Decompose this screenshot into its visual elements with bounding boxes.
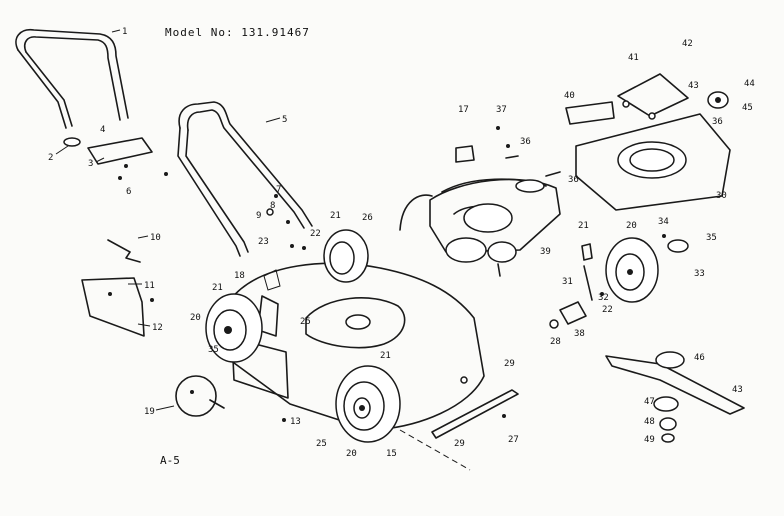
callout-1: 1	[122, 27, 127, 37]
callout-layer: 1 2 3 4 5 6 7 8 9 10 11 12 13 15 17 18 1…	[48, 27, 755, 459]
top-plate	[617, 73, 689, 120]
callout-6: 6	[126, 187, 131, 197]
callout-37: 37	[496, 105, 507, 115]
callout-31: 31	[562, 277, 573, 287]
callout-20a: 20	[190, 313, 201, 323]
callout-47: 47	[644, 397, 655, 407]
callout-20c: 20	[626, 221, 637, 231]
callout-21b: 21	[212, 283, 223, 293]
callout-36c: 36	[712, 117, 723, 127]
callout-46: 46	[694, 353, 705, 363]
callout-5: 5	[282, 115, 287, 125]
callout-21a: 21	[330, 211, 341, 221]
screw-13	[282, 418, 286, 422]
callout-35b: 35	[706, 233, 717, 243]
callout-23: 23	[258, 237, 269, 247]
callout-3: 3	[88, 159, 93, 169]
callout-20b: 20	[346, 449, 357, 459]
engine-shroud	[575, 113, 731, 211]
callout-39: 39	[540, 247, 551, 257]
dashed-guide	[399, 429, 471, 471]
figure-label: A-5	[160, 454, 180, 467]
axle-bar	[431, 389, 519, 439]
hubcap-exploded	[175, 375, 225, 417]
knob-assembly	[707, 91, 729, 109]
bracket-40	[565, 101, 615, 125]
rear-guard	[81, 277, 154, 337]
callout-18: 18	[234, 271, 245, 281]
callout-41: 41	[628, 53, 639, 63]
callout-32: 32	[598, 293, 609, 303]
washer-29	[460, 376, 468, 384]
callout-22b: 22	[602, 305, 613, 315]
callout-29b: 29	[454, 439, 465, 449]
callout-26: 26	[362, 213, 373, 223]
callout-36b: 36	[568, 175, 579, 185]
callout-34: 34	[658, 217, 669, 227]
height-adjuster	[549, 243, 604, 329]
screw-27	[502, 414, 506, 418]
wheel-right-rear	[605, 234, 689, 303]
wheel-deck-rear	[323, 229, 369, 283]
callout-7: 7	[276, 185, 281, 195]
callout-33: 33	[694, 269, 705, 279]
callout-36a: 36	[520, 137, 531, 147]
callout-45: 45	[742, 103, 753, 113]
callout-25b: 25	[316, 439, 327, 449]
callout-22a: 22	[310, 229, 321, 239]
handle-hardware	[266, 194, 306, 250]
callout-30: 30	[716, 191, 727, 201]
callout-9: 9	[256, 211, 261, 221]
callout-49: 49	[644, 435, 655, 445]
callout-19: 19	[144, 407, 155, 417]
blade-assembly	[605, 351, 745, 443]
callout-11: 11	[144, 281, 155, 291]
callout-15: 15	[386, 449, 397, 459]
callout-40: 40	[564, 91, 575, 101]
engine-parts	[455, 126, 561, 177]
callout-21d: 21	[578, 221, 589, 231]
callout-43a: 43	[688, 81, 699, 91]
callout-12: 12	[152, 323, 163, 333]
handle-bracket	[63, 137, 168, 180]
callout-44: 44	[744, 79, 755, 89]
wheel-left	[205, 293, 263, 363]
callout-38: 38	[574, 329, 585, 339]
callout-8: 8	[270, 201, 275, 211]
callout-13: 13	[290, 417, 301, 427]
callout-27: 27	[508, 435, 519, 445]
callout-10: 10	[150, 233, 161, 243]
callout-48: 48	[644, 417, 655, 427]
callout-43b: 43	[732, 385, 743, 395]
upper-handle	[15, 28, 129, 129]
callout-4: 4	[100, 125, 105, 135]
callout-42: 42	[682, 39, 693, 49]
model-number-label: Model No: 131.91467	[165, 26, 310, 39]
wheel-front	[335, 365, 401, 443]
engine	[399, 178, 561, 277]
callout-35a: 35	[208, 345, 219, 355]
spring-wire	[107, 239, 141, 263]
callout-29a: 29	[504, 359, 515, 369]
lower-handle	[177, 101, 313, 257]
callout-28: 28	[550, 337, 561, 347]
callout-21c: 21	[380, 351, 391, 361]
callout-17: 17	[458, 105, 469, 115]
callout-25a: 25	[300, 317, 311, 327]
callout-2: 2	[48, 153, 53, 163]
